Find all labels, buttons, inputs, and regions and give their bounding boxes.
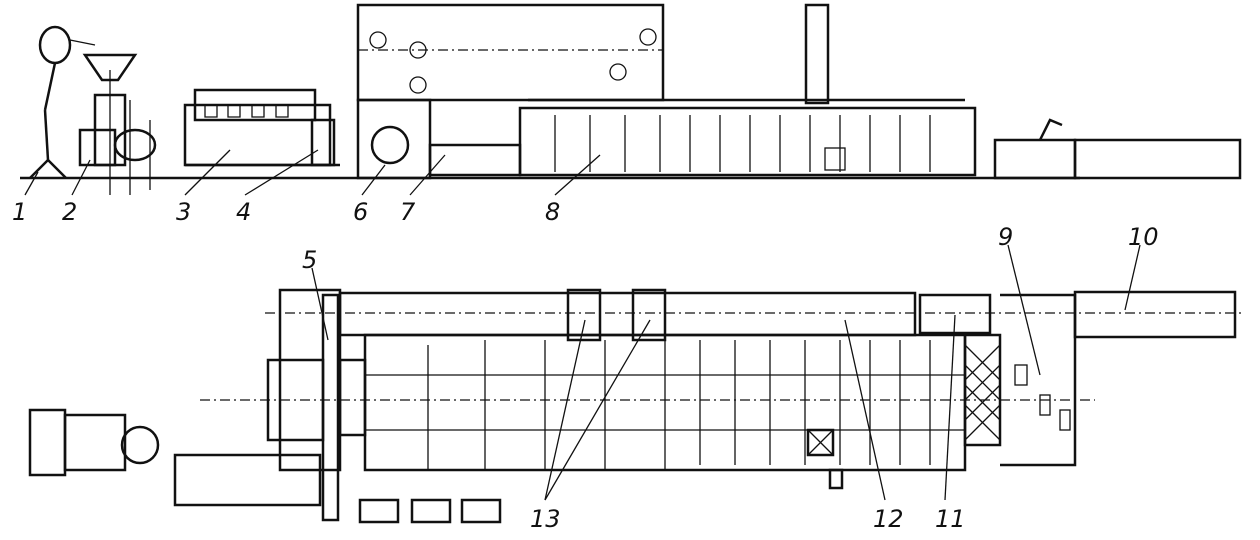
label-5: 5 bbox=[302, 246, 317, 274]
leader-lines bbox=[24, 149, 1141, 501]
hand-lever bbox=[1038, 118, 1063, 141]
item-1-stand bbox=[29, 25, 96, 179]
item-11-drive bbox=[918, 293, 992, 335]
chimney bbox=[804, 3, 830, 105]
label-3: 3 bbox=[176, 198, 191, 226]
label-9: 9 bbox=[998, 223, 1013, 251]
plan-view bbox=[28, 288, 1245, 524]
item-10-output-conveyor bbox=[1073, 138, 1242, 180]
item-3-forming-machine bbox=[183, 88, 340, 167]
item-4-cutter bbox=[310, 118, 336, 167]
label-7: 7 bbox=[400, 198, 416, 226]
item-8-oven bbox=[518, 3, 977, 177]
item-13-unit-a bbox=[566, 288, 602, 342]
item-10-plan bbox=[1073, 290, 1237, 339]
label-4: 4 bbox=[236, 198, 251, 226]
elevation-view bbox=[20, 3, 1242, 195]
label-6: 6 bbox=[353, 198, 368, 226]
label-11: 11 bbox=[935, 505, 966, 533]
label-12: 12 bbox=[873, 505, 904, 533]
crosshatched-section bbox=[963, 333, 1002, 447]
item-9-cooling-conveyor bbox=[993, 138, 1077, 180]
item-13-unit-b bbox=[631, 288, 667, 342]
item-2-mixer bbox=[78, 53, 157, 195]
label-8: 8 bbox=[545, 198, 560, 226]
item-6-proofer bbox=[356, 3, 665, 180]
label-13: 13 bbox=[530, 505, 561, 533]
label-1: 1 bbox=[12, 198, 27, 226]
item-12-conveyor bbox=[338, 291, 917, 337]
item-7-transfer bbox=[428, 143, 522, 177]
label-10: 10 bbox=[1128, 223, 1159, 251]
label-2: 2 bbox=[62, 198, 77, 226]
item-9-plan bbox=[1000, 293, 1077, 467]
